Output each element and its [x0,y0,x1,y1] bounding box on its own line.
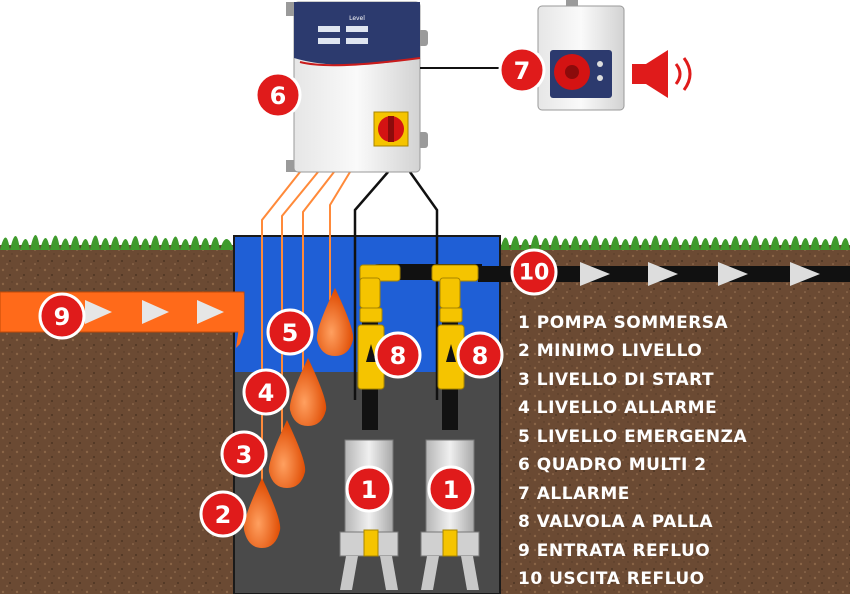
discharge-pipework [359,264,482,430]
legend-item: 5 LIVELLO EMERGENZA [518,427,747,447]
legend-item: 4 LIVELLO ALLARME [518,398,717,418]
float-minimum [243,478,281,548]
flow-arrow-icon [648,262,678,286]
ball-valve-right [437,324,465,390]
badge-pump-left: 1 [345,465,393,513]
svg-text:5: 5 [282,319,299,347]
pump-cables [353,171,439,400]
flow-arrow-icon [85,300,112,324]
badge-inlet: 9 [38,292,86,340]
svg-text:4: 4 [258,379,275,407]
flow-arrow-icon [580,262,610,286]
alarm-box [537,0,625,111]
speaker-icon [632,50,692,98]
flow-arrow-icon [718,262,748,286]
badge-valve-right: 8 [456,331,504,379]
svg-text:1: 1 [361,476,378,504]
badge-float-emergency: 5 [266,308,314,356]
legend-item: 8 VALVOLA A PALLA [518,512,713,532]
legend-item: 6 QUADRO MULTI 2 [518,455,707,475]
badge-alarm: 7 [498,46,546,94]
badge-control-panel: 6 [254,71,302,119]
flow-arrow-icon [142,300,169,324]
legend-item: 1 POMPA SOMMERSA [518,313,729,333]
badge-float-minimum: 2 [199,490,247,538]
float-alarm [289,358,327,426]
legend-item: 7 ALLARME [518,484,630,504]
svg-text:8: 8 [472,342,489,370]
control-panel: Level [286,1,428,173]
legend-item: 3 LIVELLO DI START [518,370,714,390]
badge-outlet: 10 [510,248,558,296]
svg-text:8: 8 [390,342,407,370]
flow-arrow-icon [197,300,224,324]
legend-item: 10 USCITA REFLUO [518,569,705,589]
svg-text:1: 1 [443,476,460,504]
flow-arrow-icon [790,262,820,286]
legend-item: 2 MINIMO LIVELLO [518,341,702,361]
svg-text:7: 7 [514,57,531,85]
panel-title: Level [349,15,365,22]
float-emergency [316,288,354,356]
outlet-pipe [478,262,850,286]
svg-text:10: 10 [519,261,550,286]
badge-pump-right: 1 [427,465,475,513]
svg-text:3: 3 [236,441,253,469]
float-start [268,420,306,488]
legend: 1 POMPA SOMMERSA 2 MINIMO LIVELLO 3 LIVE… [518,313,747,589]
badge-float-alarm: 4 [242,368,290,416]
svg-text:6: 6 [270,82,287,110]
legend-item: 9 ENTRATA REFLUO [518,541,710,561]
badge-valve-left: 8 [374,331,422,379]
badge-float-start: 3 [220,430,268,478]
svg-text:9: 9 [54,303,71,331]
svg-text:2: 2 [215,501,232,529]
